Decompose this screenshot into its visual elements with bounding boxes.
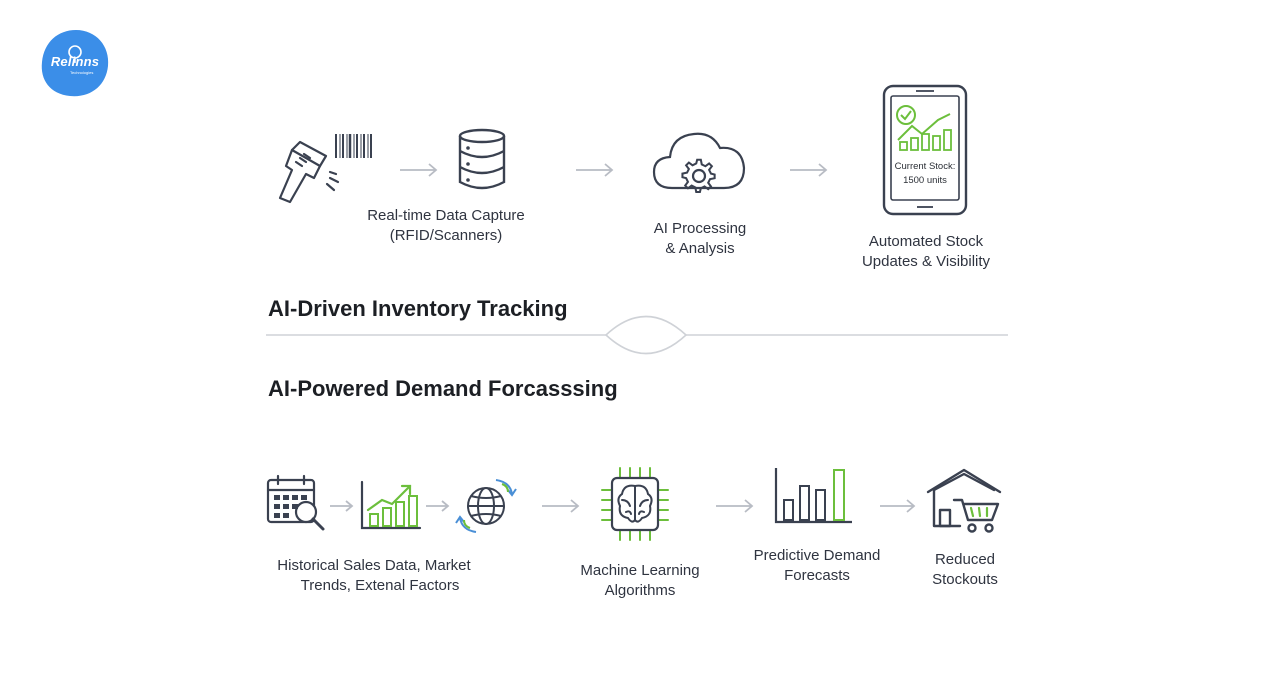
caption-line: & Analysis	[665, 240, 735, 257]
step-caption-ml: Machine Learning Algorithms	[560, 561, 720, 601]
caption-line: Real-time Data Capture	[367, 207, 525, 224]
caption-line: Trends, Extenal Factors	[300, 577, 460, 594]
flow-arrow-icon	[716, 499, 754, 513]
caption-line: Stockouts	[932, 571, 998, 588]
caption-line: AI Processing	[653, 220, 747, 237]
logo-wordmark: Relinns	[50, 54, 100, 69]
step-caption-data-capture: Real-time Data Capture (RFID/Scanners)	[348, 206, 544, 246]
caption-line: Algorithms	[604, 582, 676, 599]
step-caption-ai-processing: AI Processing & Analysis	[620, 219, 780, 259]
section-divider	[266, 315, 1008, 355]
tracking-section-title: AI-Driven Inventory Tracking	[268, 296, 568, 321]
cloud-gear-icon	[652, 132, 746, 193]
caption-line: Forecasts	[784, 567, 850, 584]
database-icon	[458, 128, 506, 190]
caption-line: Machine Learning	[580, 562, 700, 579]
calendar-search-icon	[266, 474, 325, 531]
phone-stock-label: Current Stock:	[894, 161, 956, 172]
caption-line: Predictive Demand	[753, 547, 881, 564]
logo-blob-icon	[41, 30, 109, 97]
brand-logo: Relinns Technologies	[40, 28, 110, 98]
flow-arrow-icon	[330, 500, 354, 512]
step-caption-reduced-stockouts: Reduced Stockouts	[900, 550, 1030, 590]
bar-chart-icon	[774, 468, 852, 524]
step-caption-historical: Historical Sales Data, Market Trends, Ex…	[262, 556, 486, 596]
phone-frame-icon	[882, 84, 968, 216]
phone-stock-value: 1500 units	[903, 175, 947, 186]
caption-line: Updates & Visibility	[861, 253, 991, 270]
barcode-scanner-icon	[278, 134, 372, 204]
step-caption-automated-stock: Automated Stock Updates & Visibility	[836, 232, 1016, 272]
brain-chip-icon	[601, 467, 669, 541]
logo-tagline: Technologies	[70, 70, 94, 75]
flow-arrow-icon	[542, 499, 580, 513]
caption-line: (RFID/Scanners)	[389, 227, 503, 244]
step-caption-predictive: Predictive Demand Forecasts	[736, 546, 898, 586]
forecasting-section-title: AI-Powered Demand Forcasssing	[268, 376, 618, 401]
warehouse-cart-icon	[926, 468, 1002, 533]
caption-line: Reduced	[934, 551, 996, 568]
growth-chart-icon	[360, 480, 422, 530]
flow-arrow-icon	[400, 163, 438, 177]
caption-line: Automated Stock	[868, 233, 984, 250]
flow-arrow-icon	[576, 163, 614, 177]
flow-arrow-icon	[880, 499, 916, 513]
globe-sync-icon	[455, 479, 517, 533]
flow-arrow-icon	[790, 163, 828, 177]
flow-arrow-icon	[426, 500, 450, 512]
caption-line: Historical Sales Data, Market	[277, 557, 471, 574]
smartphone-chart-icon: Current Stock: 1500 units	[882, 84, 968, 216]
